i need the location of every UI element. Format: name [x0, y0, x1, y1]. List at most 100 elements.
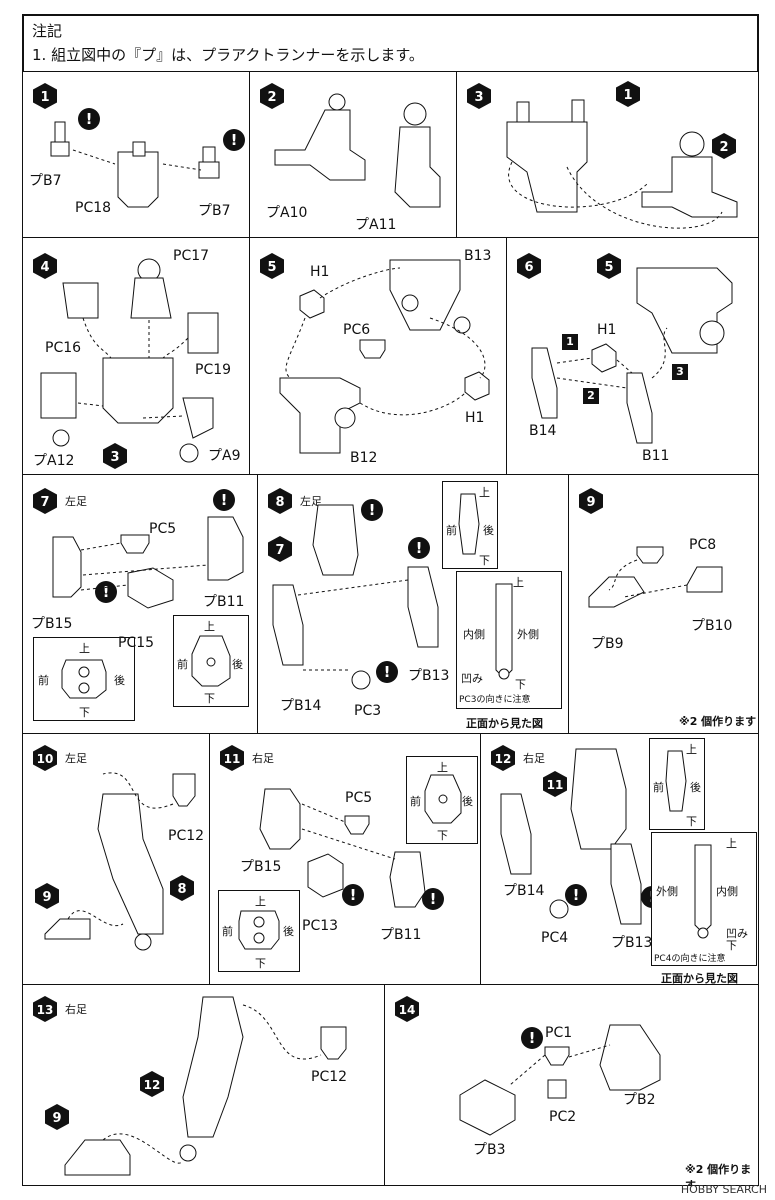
label-pc5: PC5	[345, 790, 373, 806]
step-badge: 5	[258, 252, 286, 280]
note-line: 1. 組立図中の『プ』は、プラアクトランナーを示します。	[32, 46, 424, 64]
warning-icon: !	[361, 499, 383, 521]
label-pa11: プA11	[355, 217, 397, 233]
step-7-panel: 7 左足 ! ! 上 前 後 下 上 前 後 下 PC5 プB11 プB15 P…	[22, 474, 258, 734]
label-pc4: PC4	[541, 930, 569, 946]
label-pb13: プB13	[408, 668, 450, 684]
svg-text:7: 7	[40, 495, 49, 510]
label-pc19: PC19	[195, 362, 232, 378]
part-drawing	[44, 772, 196, 951]
inset-down: 下	[479, 554, 490, 567]
label-pc17: PC17	[173, 248, 210, 264]
ref-badge-9: 9	[33, 882, 61, 910]
label-pb7-right: プB7	[198, 203, 231, 219]
step-badge: 7	[31, 487, 59, 515]
inset-back: 後	[114, 674, 125, 687]
inset-back: 後	[232, 658, 243, 671]
step-12-panel: 12 右足 11 ! ! 上 前 後 下 上 外側 内側 凹み 下 PC4の向き…	[480, 733, 759, 985]
ref-badge-8: 8	[168, 874, 196, 902]
label-h1-bottom: H1	[465, 410, 485, 426]
inset-up: 上	[79, 642, 90, 655]
ref-badge-7: 7	[266, 535, 294, 563]
inset-inner: 内側	[463, 628, 485, 641]
label-b12: B12	[350, 450, 378, 466]
part-drawing	[259, 788, 426, 908]
label-b11: B11	[642, 448, 670, 464]
warning-icon: !	[213, 489, 235, 511]
step-10-panel: 10 左足 8 9 PC12	[22, 733, 210, 985]
inset-down: 下	[515, 678, 526, 691]
label-pa9: プA9	[208, 448, 241, 464]
label-pc16: PC16	[45, 340, 82, 356]
label-pa12: プA12	[33, 453, 75, 469]
label-pc2: PC2	[549, 1109, 577, 1125]
svg-text:11: 11	[224, 752, 241, 766]
label-b13: B13	[464, 248, 492, 264]
inset-front: 前	[222, 925, 233, 938]
label-pc12: PC12	[168, 828, 205, 844]
inset-down: 下	[79, 706, 90, 719]
ref-badge-2: 2	[710, 132, 738, 160]
inset-down: 下	[686, 815, 697, 828]
part-drawing	[52, 516, 244, 609]
inset-dent: 凹み	[726, 927, 748, 940]
label-pb9: プB9	[591, 636, 624, 652]
svg-text:1: 1	[623, 88, 632, 103]
side-label: 右足	[65, 1003, 87, 1016]
step-11-panel: 11 右足 ! ! 上 前 後 下 上 前 後 下 PC5 プB15 PC13 …	[209, 733, 481, 985]
part-drawing	[50, 121, 220, 208]
inset-down: 下	[255, 957, 266, 970]
label-pb15: プB15	[31, 616, 73, 632]
ref-badge-3: 3	[101, 442, 129, 470]
note-box: 注記 1. 組立図中の『プ』は、プラアクトランナーを示します。	[22, 14, 759, 71]
label-pc1: PC1	[545, 1025, 573, 1041]
label-h1-top: H1	[310, 264, 330, 280]
label-pb14: プB14	[280, 698, 322, 714]
orientation-inset: 上 外側 内側 凹み 下 PC4の向きに注意	[651, 832, 757, 966]
inset-outer: 外側	[517, 628, 539, 641]
svg-text:14: 14	[399, 1003, 416, 1017]
svg-text:1: 1	[40, 90, 49, 105]
part-drawing	[588, 546, 723, 608]
inset-front: 前	[410, 795, 421, 808]
note-title: 注記	[32, 22, 63, 40]
orientation-inset: 上 前 後 下	[218, 890, 300, 972]
inset-down: 下	[204, 692, 215, 705]
ref-badge-9: 9	[43, 1103, 71, 1131]
svg-text:9: 9	[42, 890, 51, 905]
front-view-caption: 正面から見た図	[661, 972, 738, 985]
step-14-panel: 14 ! PC1 プB2 PC2 プB3 ※2 個作ります	[384, 984, 759, 1186]
step-1-panel: 1 ! ! プB7 PC18 プB7	[22, 71, 250, 238]
step-badge: 9	[577, 487, 605, 515]
step-badge: 6	[515, 252, 543, 280]
inset-front: 前	[653, 781, 664, 794]
label-pc15: PC15	[118, 635, 155, 651]
part-drawing	[274, 93, 441, 208]
step-9-panel: 9 PC8 プB9 プB10 ※2 個作ります	[568, 474, 759, 734]
step-badge: 2	[258, 82, 286, 110]
orientation-inset: 上 内側 外側 凹み 下 PC3の向きに注意	[456, 571, 562, 709]
orientation-inset: 上 前 後 下	[33, 637, 135, 721]
part-drawing	[459, 1024, 661, 1136]
step-badge: 8	[266, 487, 294, 515]
part-drawing	[64, 996, 347, 1176]
inset-up: 上	[686, 743, 697, 756]
warning-icon: !	[422, 888, 444, 910]
sub-step-1: 1	[562, 334, 578, 350]
svg-text:5: 5	[604, 260, 613, 275]
step-badge: 3	[465, 82, 493, 110]
warning-icon: !	[78, 108, 100, 130]
label-pb3: プB3	[473, 1142, 506, 1158]
step-badge: 10	[31, 744, 59, 772]
inset-caution: PC4の向きに注意	[654, 954, 726, 964]
inset-back: 後	[483, 524, 494, 537]
part-drawing	[531, 267, 733, 444]
part-drawing	[272, 504, 439, 690]
label-pc13: PC13	[302, 918, 339, 934]
warning-icon: !	[521, 1027, 543, 1049]
inset-down: 下	[437, 829, 448, 842]
inset-caution: PC3の向きに注意	[459, 695, 531, 705]
svg-text:13: 13	[37, 1003, 54, 1017]
inset-up: 上	[726, 837, 737, 850]
svg-text:11: 11	[547, 778, 564, 792]
